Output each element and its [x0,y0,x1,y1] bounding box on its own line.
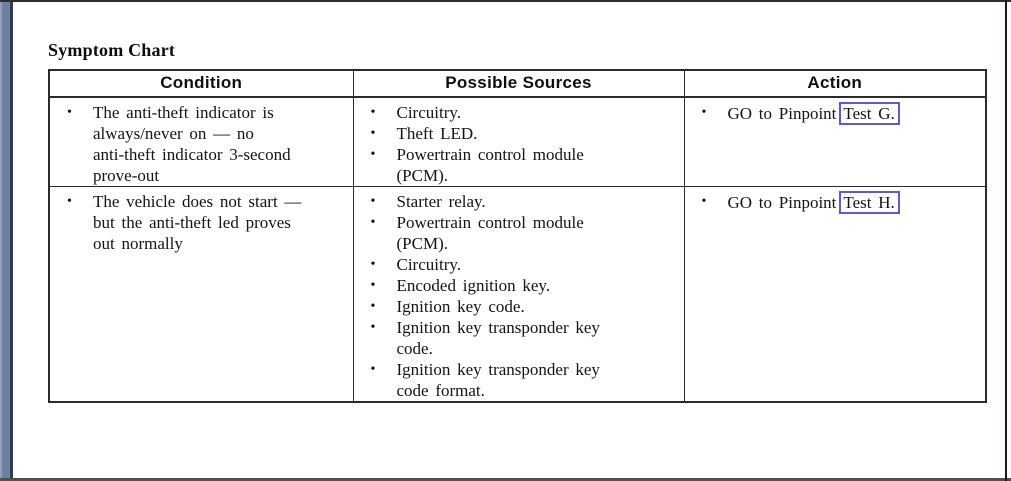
bullet-marker: • [370,194,376,209]
source-text: Circuitry. [396,255,462,274]
header-row: Condition Possible Sources Action [48,69,987,98]
column-header-sources: Possible Sources [352,69,685,98]
bullet-marker: • [370,362,376,377]
bullet-marker: • [67,105,72,120]
bullet-marker: • [370,147,376,162]
symptom-chart-table: Condition Possible Sources Action • The … [48,69,987,403]
window-edge-bar [0,0,13,481]
list-item: • Ignition key code. [354,296,680,317]
table-row: • The anti-theft indicator is always/nev… [48,96,987,187]
bullet-marker: • [370,215,376,230]
condition-cell: • The anti-theft indicator is always/nev… [48,96,354,187]
source-text: Ignition key code. [396,297,525,316]
column-header-condition: Condition [48,69,354,98]
list-item: • Encoded ignition key. [354,275,680,296]
source-text: Encoded ignition key. [396,276,551,295]
list-item: • Theft LED. [354,123,680,144]
action-prefix: GO to Pinpoint [727,104,837,123]
list-item: • The vehicle does not start — but the a… [50,191,349,254]
source-text: Ignition key transponder key code. [396,318,600,358]
list-item: • Circuitry. [354,102,680,123]
list-item: • The anti-theft indicator is always/nev… [50,102,349,186]
condition-text: The vehicle does not start — but the ant… [93,192,302,253]
page-right-border [1005,0,1007,481]
list-item: • Powertrain control module (PCM). [354,212,680,254]
condition-cell: • The vehicle does not start — but the a… [48,186,354,403]
list-item: • Powertrain control module (PCM). [354,144,680,186]
bullet-marker: • [370,257,376,272]
pinpoint-test-h-link[interactable]: Test H. [839,191,900,214]
list-item: • Ignition key transponder key code form… [354,359,680,401]
bullet-marker: • [370,126,376,141]
source-text: Powertrain control module (PCM). [396,213,584,253]
bullet-marker: • [370,320,376,335]
action-prefix: GO to Pinpoint [727,193,837,212]
page-top-border [0,0,1011,2]
list-item: • Ignition key transponder key code. [354,317,680,359]
column-header-action: Action [683,69,987,98]
source-text: Ignition key transponder key code format… [396,360,600,400]
bullet-marker: • [701,194,707,209]
source-text: Circuitry. [396,103,462,122]
source-text: Powertrain control module (PCM). [396,145,584,185]
sources-cell: • Starter relay. • Powertrain control mo… [352,186,685,403]
source-text: Starter relay. [396,192,486,211]
page-bottom-border [0,478,1011,481]
bullet-marker: • [370,278,376,293]
sources-cell: • Circuitry. • Theft LED. • Powertrain c… [352,96,685,187]
condition-text: The anti-theft indicator is always/never… [93,103,291,185]
list-item: • Circuitry. [354,254,680,275]
pinpoint-test-g-link[interactable]: Test G. [839,102,900,125]
bullet-marker: • [701,105,707,120]
bullet-marker: • [370,299,376,314]
list-item: • Starter relay. [354,191,680,212]
source-text: Theft LED. [396,124,478,143]
table-row: • The vehicle does not start — but the a… [48,186,987,403]
page-title: Symptom Chart [48,40,176,60]
bullet-marker: • [67,194,72,209]
bullet-marker: • [370,105,376,120]
